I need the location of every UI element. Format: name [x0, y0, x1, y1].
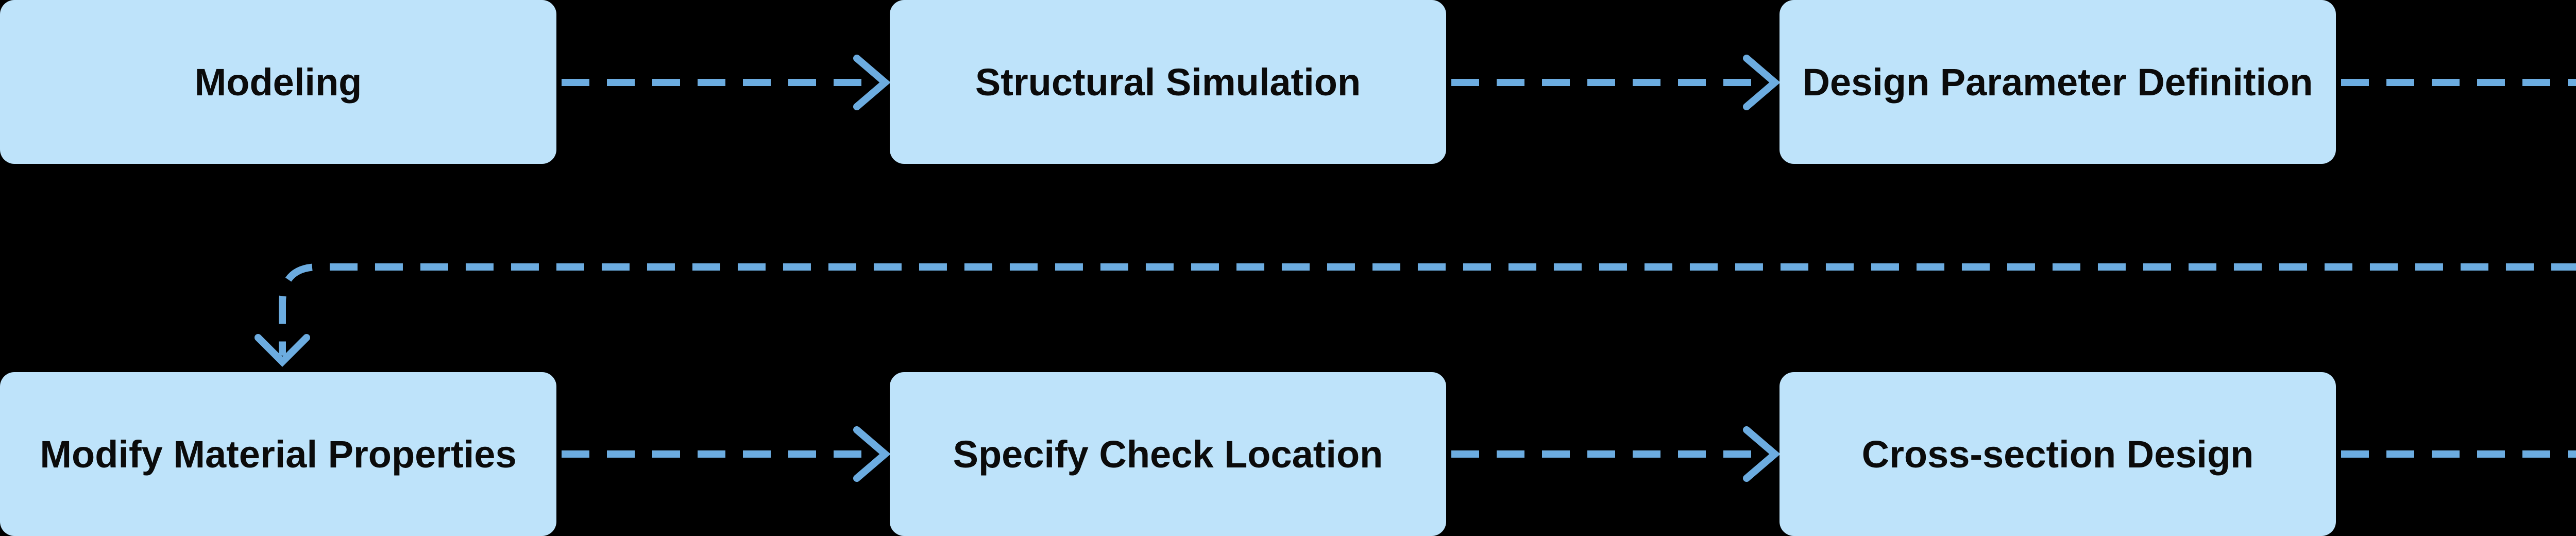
node-specify-check-location-label: Specify Check Location	[953, 432, 1383, 476]
node-cross-section-design: Cross-section Design	[1780, 372, 2336, 536]
node-modeling-label: Modeling	[194, 60, 362, 104]
arrow-load-combination-to-modify-material-properties	[255, 263, 2576, 367]
node-specify-check-location: Specify Check Location	[890, 372, 1446, 536]
arrow-cross-section-design-to-report	[2341, 450, 2576, 458]
node-modeling: Modeling	[0, 0, 556, 164]
node-cross-section-design-label: Cross-section Design	[1861, 432, 2254, 476]
arrow-structural-simulation-to-design-parameter-definition	[1451, 55, 1781, 110]
node-modify-material-properties-label: Modify Material Properties	[40, 432, 517, 476]
arrow-specify-check-location-to-cross-section-design	[1451, 426, 1781, 482]
node-modify-material-properties: Modify Material Properties	[0, 372, 556, 536]
node-design-parameter-definition: Design Parameter Definition	[1780, 0, 2336, 164]
arrow-design-parameter-definition-to-load-combination	[2341, 79, 2576, 86]
node-structural-simulation-label: Structural Simulation	[975, 60, 1361, 104]
arrow-modeling-to-structural-simulation	[562, 55, 891, 110]
node-structural-simulation: Structural Simulation	[890, 0, 1446, 164]
arrow-modify-material-properties-to-specify-check-location	[562, 426, 891, 482]
node-design-parameter-definition-label: Design Parameter Definition	[1802, 60, 2313, 104]
